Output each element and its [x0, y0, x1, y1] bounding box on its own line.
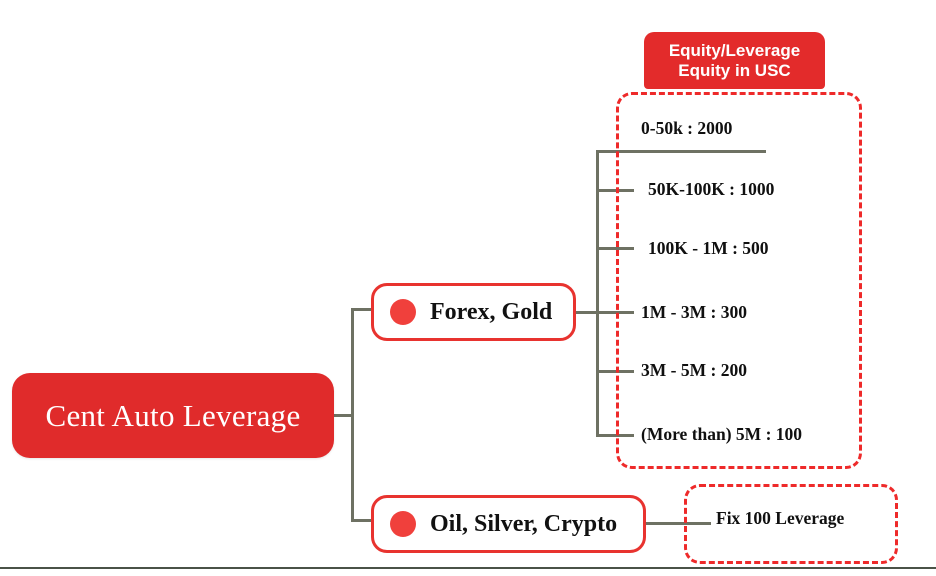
tier-badge-line1: Equity/Leverage — [668, 40, 801, 60]
tier-item-2: 50K-100K : 1000 — [648, 179, 775, 199]
branch-node-oil-silver-crypto-label: Oil, Silver, Crypto — [430, 510, 618, 537]
connector-tier-stub-5 — [596, 370, 634, 373]
tier-item-6: (More than) 5M : 100 — [641, 424, 803, 444]
root-node-label: Cent Auto Leverage — [45, 397, 301, 433]
tier-item-1: 0-50k : 2000 — [641, 118, 733, 138]
connector-tier-spine — [596, 150, 599, 437]
red-dot-icon — [390, 511, 416, 537]
tier-panel-badge: Equity/Leverage Equity in USC — [644, 32, 825, 89]
tier-item-4: 1M - 3M : 300 — [641, 302, 747, 322]
tier-badge-line2: Equity in USC — [678, 60, 791, 80]
fix-panel-outline — [684, 484, 898, 564]
connector-forex-stub — [573, 311, 599, 314]
connector-root-spine — [351, 308, 354, 522]
fix-leverage-label: Fix 100 Leverage — [716, 508, 845, 528]
red-dot-icon — [390, 299, 416, 325]
connector-root-to-oil — [351, 519, 375, 522]
root-node[interactable]: Cent Auto Leverage — [12, 373, 334, 458]
branch-node-oil-silver-crypto[interactable]: Oil, Silver, Crypto — [371, 495, 646, 553]
connector-tier-stub-4 — [596, 311, 634, 314]
connector-root-stub — [332, 414, 354, 417]
tier-item-5: 3M - 5M : 200 — [641, 360, 747, 380]
tier-item-3: 100K - 1M : 500 — [648, 238, 769, 258]
bottom-divider — [0, 567, 936, 569]
connector-tier-stub-2 — [596, 189, 634, 192]
connector-tier-stub-6 — [596, 434, 634, 437]
branch-node-forex-gold[interactable]: Forex, Gold — [371, 283, 576, 341]
branch-node-forex-gold-label: Forex, Gold — [430, 298, 553, 325]
connector-tier-stub-1 — [596, 150, 766, 153]
connector-oil-to-fix — [643, 522, 711, 525]
tier-panel-outline — [616, 92, 862, 469]
connector-tier-stub-3 — [596, 247, 634, 250]
connector-root-to-forex — [351, 308, 375, 311]
